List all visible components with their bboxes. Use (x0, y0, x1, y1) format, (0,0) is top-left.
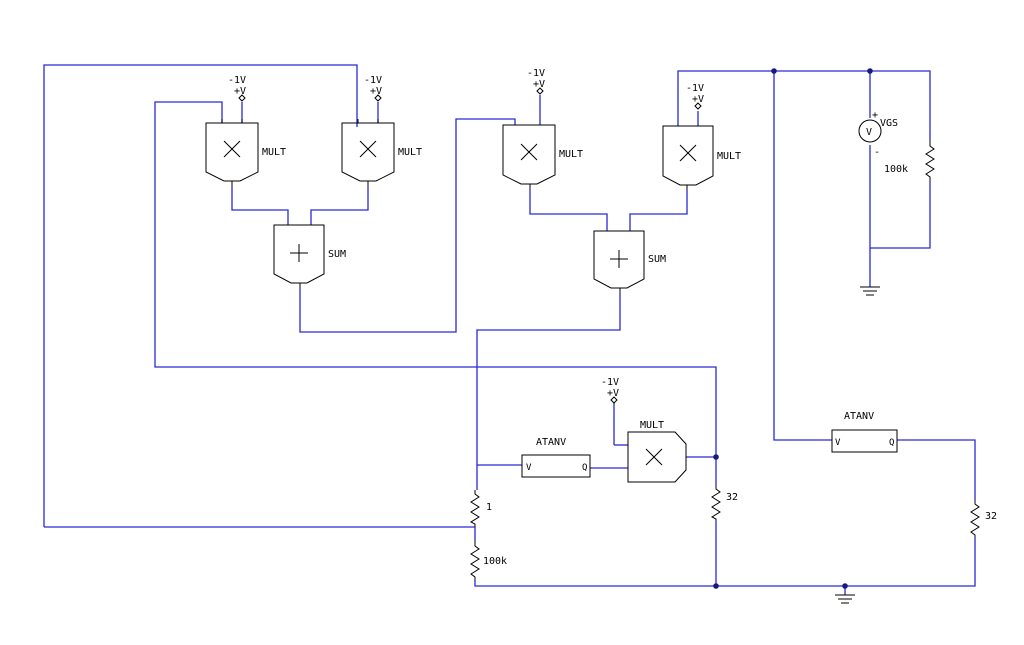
vsrc-neg-label: -1V (527, 68, 545, 79)
mult-label: MULT (559, 149, 583, 160)
mult-label: MULT (717, 151, 741, 162)
mult-label: MULT (262, 147, 286, 158)
wire-mult4-sum2[interactable] (629, 190, 688, 231)
atanv-label: ATANV (536, 437, 566, 448)
multiplier-5[interactable]: MULT (627, 420, 687, 483)
junction-dot (713, 454, 719, 460)
multiply-icon (645, 448, 663, 466)
junction-dot (713, 583, 719, 589)
pin-icon (536, 87, 544, 95)
vsrc-neg-label: -1V (228, 75, 246, 86)
wire-r100k-bottom[interactable] (474, 580, 716, 587)
ground-icon (860, 286, 880, 296)
resistor-value: 1 (486, 502, 492, 513)
junction-dot (771, 68, 777, 74)
plus-icon (610, 250, 628, 268)
wire-inner-left-loop[interactable] (154, 101, 717, 457)
vsrc-pos-label: +V (234, 86, 246, 97)
vsrc-pos-label: +V (370, 86, 382, 97)
wire-network (43, 64, 976, 595)
vgs-voltmeter[interactable]: V + VGS - (858, 110, 898, 158)
vsrc-pos-label: +V (533, 79, 545, 90)
ground-icon (835, 594, 855, 604)
junction-dot (867, 68, 873, 74)
sum-label: SUM (648, 254, 666, 265)
resistor-value: 32 (985, 511, 997, 522)
atanv-output-pin: Q (889, 438, 894, 448)
wire-top-right-bus[interactable] (677, 70, 931, 140)
multiplier-1[interactable]: MULT (205, 119, 286, 187)
vsrc-neg-label: -1V (601, 377, 619, 388)
pin-icon (374, 94, 382, 102)
resistor-value: 32 (726, 492, 738, 503)
junctions (713, 68, 873, 589)
mult-label: MULT (640, 420, 664, 431)
mult-label: MULT (398, 147, 422, 158)
vsrc-neg-label: -1V (364, 75, 382, 86)
multiplier-2[interactable]: MULT (341, 119, 422, 187)
wire-sum1-mult3[interactable] (299, 118, 516, 333)
resistor-100k-bottom[interactable]: 100k (470, 540, 507, 580)
vgs-label: VGS (880, 118, 898, 129)
summer-1[interactable]: SUM (273, 224, 346, 288)
sum-label: SUM (328, 249, 346, 260)
pin-icon (610, 396, 618, 404)
wire-left-outer-loop[interactable] (43, 64, 358, 527)
pin-icon (238, 94, 246, 102)
wire-sum2-atanv[interactable] (476, 293, 621, 466)
voltage-source-2[interactable]: -1V +V (364, 75, 382, 102)
vgs-plus-label: + (872, 110, 878, 121)
resistor-32-right[interactable]: 32 (970, 500, 997, 538)
vsrc-pos-label: +V (607, 388, 619, 399)
wire-atanv2-r32[interactable] (897, 439, 976, 500)
multiply-icon (679, 144, 697, 162)
resistor-value: 100k (884, 164, 908, 175)
atanv-output-pin: Q (582, 463, 587, 473)
multiply-icon (359, 140, 377, 158)
atanv-input-pin: V (526, 463, 532, 473)
voltage-source-1[interactable]: -1V +V (228, 75, 246, 102)
resistor-vgs-100k[interactable]: 100k (884, 140, 935, 182)
resistor-32-mid[interactable]: 32 (710, 485, 738, 520)
junction-dot (842, 583, 848, 589)
plus-icon (290, 244, 308, 262)
wire-mult3-sum2[interactable] (529, 190, 608, 231)
summer-2[interactable]: SUM (593, 230, 666, 293)
atanv-block-2[interactable]: ATANV V Q (831, 411, 898, 453)
wire-vgs-bottom[interactable] (869, 145, 931, 249)
pin-icon (694, 102, 702, 110)
multiply-icon (520, 143, 538, 161)
resistor-value: 100k (483, 556, 507, 567)
atanv-input-pin: V (835, 438, 841, 448)
resistor-1[interactable]: 1 (469, 490, 492, 527)
wire-mult2-sum1[interactable] (310, 187, 369, 225)
atanv-label: ATANV (844, 411, 874, 422)
vgs-minus-label: - (874, 147, 880, 158)
atanv-block-1[interactable]: ATANV V Q (521, 437, 591, 478)
wire-r32-ground[interactable] (716, 538, 976, 587)
multiplier-3[interactable]: MULT (502, 124, 583, 190)
meter-symbol: V (866, 127, 872, 138)
wire-bus-atanv2[interactable] (773, 71, 832, 441)
voltage-source-3[interactable]: -1V +V (527, 68, 545, 95)
multiplier-4[interactable]: MULT (662, 125, 741, 190)
voltage-source-4[interactable]: -1V +V (686, 83, 704, 110)
vsrc-neg-label: -1V (686, 83, 704, 94)
voltage-source-5[interactable]: -1V +V (601, 377, 619, 404)
multiply-icon (223, 140, 241, 158)
vsrc-pos-label: +V (692, 94, 704, 105)
wire-mult1-sum1[interactable] (231, 187, 289, 225)
